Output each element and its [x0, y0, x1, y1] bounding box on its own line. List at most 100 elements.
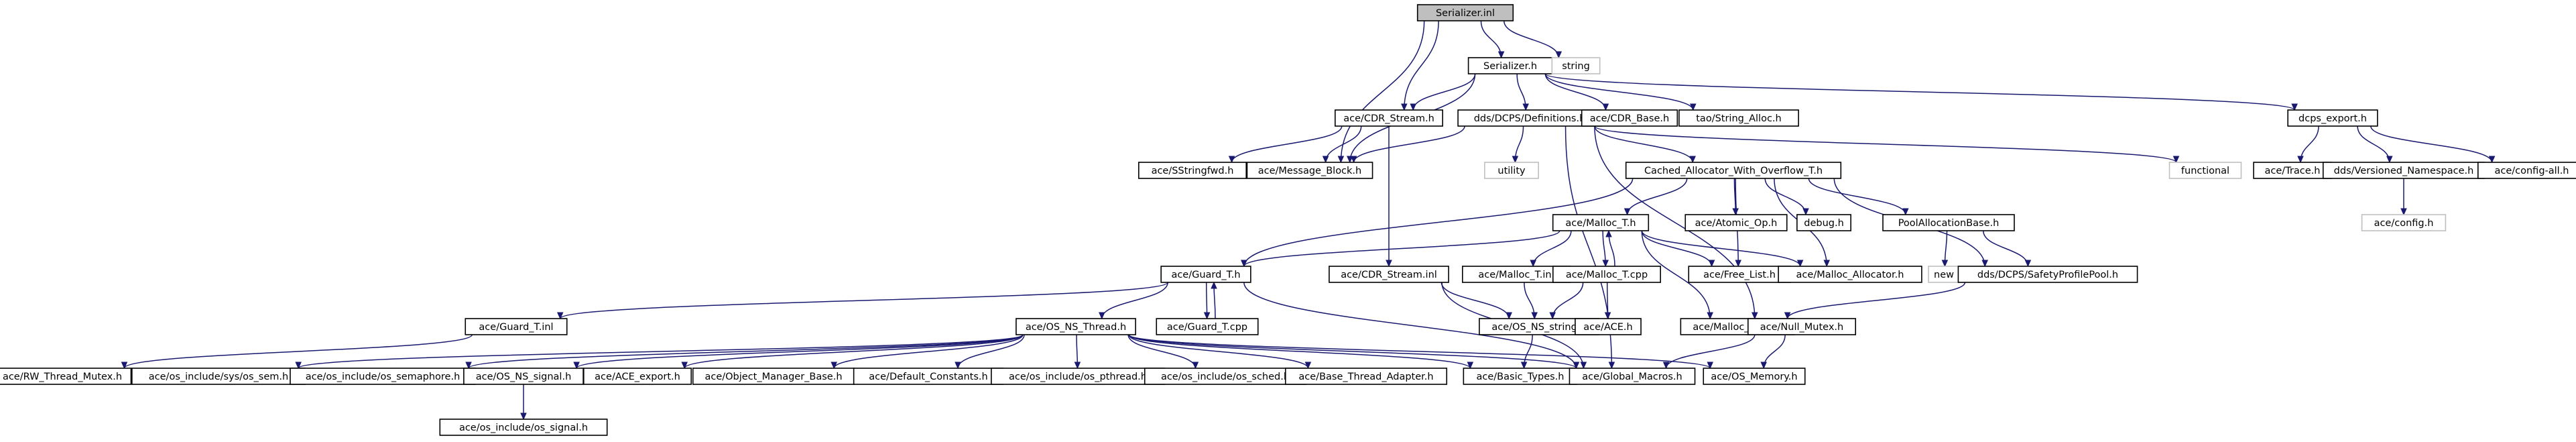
node-global-macros-h[interactable]: ace/Global_Macros.h — [1569, 368, 1696, 385]
edge-cdr-stream-h-to-cdr-stream-inl — [1386, 126, 1392, 268]
node-string-alloc-h[interactable]: tao/String_Alloc.h — [1678, 109, 1799, 127]
edge-os-ns-thread-h-to-os-pthread-h — [1074, 334, 1081, 370]
node-label: ace/CDR_Stream.h — [1343, 113, 1434, 124]
node-box — [1160, 266, 1251, 283]
edge-serializer-h-to-definitions-h — [1516, 73, 1529, 111]
edge-line — [1665, 334, 1756, 369]
edge-cdr-stream-inl-to-os-ns-string-h — [1440, 282, 1512, 320]
node-os-semaphore-h[interactable]: ace/os_include/os_semaphore.h — [290, 368, 476, 385]
node-rw-thread-mutex-h[interactable]: ace/RW_Thread_Mutex.h — [0, 368, 132, 385]
node-box — [853, 368, 1004, 385]
node-box — [1284, 368, 1448, 385]
node-label: dds/DCPS/SafetyProfilePool.h — [1977, 270, 2118, 280]
edge-serializer-h-to-cdr-stream-h — [1410, 73, 1476, 111]
edge-line — [1594, 125, 2177, 163]
edge-pool-alloc-base-h-to-safety-pool-h — [1983, 230, 2032, 268]
edge-line — [560, 282, 1168, 319]
node-box — [1688, 266, 1791, 283]
node-null-mutex-h[interactable]: ace/Null_Mutex.h — [1747, 318, 1857, 335]
node-box — [1552, 214, 1650, 231]
node-box — [2477, 162, 2576, 179]
node-malloc-t-cpp[interactable]: ace/Malloc_T.cpp — [1552, 266, 1662, 283]
node-basic-types-h[interactable]: ace/Basic_Types.h — [1463, 368, 1578, 385]
edge-arrowhead — [2172, 156, 2180, 164]
node-os-ns-thread-h[interactable]: ace/OS_NS_Thread.h — [1016, 318, 1136, 335]
node-label: ace/Guard_T.inl — [479, 322, 553, 333]
node-label: ace/config.h — [2374, 218, 2434, 229]
edge-line — [957, 334, 1025, 369]
edge-arrowhead — [1203, 312, 1211, 320]
node-label: ace/ACE_export.h — [595, 372, 680, 382]
node-safety-pool-h[interactable]: dds/DCPS/SafetyProfilePool.h — [1957, 266, 2138, 283]
node-label: ace/os_include/os_signal.h — [459, 423, 588, 433]
edge-malloc-t-h-to-malloc-t-cpp — [1602, 230, 1609, 268]
node-definitions-h[interactable]: dds/DCPS/Definitions.h — [1457, 109, 1602, 127]
node-guard-t-inl[interactable]: ace/Guard_T.inl — [465, 318, 568, 335]
edge-line — [1480, 20, 1502, 58]
edge-serializer-h-to-cdr-base-h — [1544, 73, 1609, 111]
edge-line — [1128, 334, 1577, 369]
edge-os-ns-thread-h-to-os-ns-signal-h — [573, 334, 1024, 370]
edge-line — [1353, 125, 1465, 163]
node-dcps-export-h[interactable]: dcps_export.h — [2287, 109, 2378, 127]
node-label: ace/Null_Mutex.h — [1760, 322, 1843, 333]
node-malloc-t-inl[interactable]: ace/Malloc_T.inl — [1462, 266, 1571, 283]
node-label: functional — [2181, 166, 2229, 176]
edge-serializer-inl-to-string — [1504, 20, 1562, 59]
node-os-sys-sem-h[interactable]: ace/os_include/sys/os_sem.h — [131, 368, 306, 385]
node-message-block-h[interactable]: ace/Message_Block.h — [1246, 162, 1373, 179]
node-sstringfwd-h[interactable]: ace/SStringfwd.h — [1138, 162, 1247, 179]
edge-arrowhead — [1322, 156, 1329, 164]
node-versioned-ns-h[interactable]: dds/Versioned_Namespace.h — [2322, 162, 2486, 179]
node-pool-alloc-base-h[interactable]: PoolAllocationBase.h — [1882, 214, 2015, 231]
node-box — [2253, 162, 2332, 179]
edge-os-ns-thread-h-to-obj-mgr-base-h — [831, 334, 1024, 370]
edge-line — [1128, 334, 1309, 369]
edge-line — [1127, 334, 1197, 369]
node-label: Cached_Allocator_With_Overflow_T.h — [1644, 166, 1823, 176]
node-os-pthread-h[interactable]: ace/os_include/os_pthread.h — [991, 368, 1165, 385]
node-malloc-allocator-h[interactable]: ace/Malloc_Allocator.h — [1778, 266, 1922, 283]
node-cdr-base-h[interactable]: ace/CDR_Base.h — [1581, 109, 1678, 127]
node-cdr-stream-inl[interactable]: ace/CDR_Stream.inl — [1329, 266, 1449, 283]
node-box — [692, 368, 855, 385]
node-default-constants-h[interactable]: ace/Default_Constants.h — [853, 368, 1004, 385]
edge-arrowhead — [520, 412, 527, 421]
node-os-ns-signal-h[interactable]: ace/OS_NS_signal.h — [463, 368, 584, 385]
edge-malloc-t-h-to-guard-t-h — [1241, 230, 1560, 268]
node-box — [290, 368, 476, 385]
node-trace-h[interactable]: ace/Trace.h — [2253, 162, 2332, 179]
node-ace-h[interactable]: ace/ACE.h — [1575, 318, 1642, 335]
node-os-signal-h[interactable]: ace/os_include/os_signal.h — [439, 419, 608, 436]
node-atomic-op-h[interactable]: ace/Atomic_Op.h — [1684, 214, 1788, 231]
edge-arrowhead — [1580, 362, 1587, 370]
edge-arrowhead — [1531, 312, 1538, 320]
node-base-thread-adapter-h[interactable]: ace/Base_Thread_Adapter.h — [1284, 368, 1448, 385]
node-debug-h[interactable]: debug.h — [1796, 214, 1851, 231]
node-obj-mgr-base-h[interactable]: ace/Object_Manager_Base.h — [692, 368, 855, 385]
node-serializer-h[interactable]: Serializer.h — [1467, 57, 1553, 74]
edge-guard-t-cpp-to-guard-t-h — [1211, 281, 1217, 319]
node-label: ace/OS_NS_signal.h — [476, 372, 572, 382]
edge-serializer-inl-to-cdr-stream-h — [1401, 20, 1439, 111]
node-guard-t-cpp[interactable]: ace/Guard_T.cpp — [1156, 318, 1259, 335]
edge-arrowhead — [1708, 260, 1715, 268]
node-cdr-stream-h[interactable]: ace/CDR_Stream.h — [1335, 109, 1444, 127]
node-os-ns-string-h[interactable]: ace/OS_NS_string.h — [1479, 318, 1599, 335]
node-free-list-h[interactable]: ace/Free_List.h — [1688, 266, 1791, 283]
edge-arrowhead — [1689, 156, 1696, 164]
node-cached-alloc-h[interactable]: Cached_Allocator_With_Overflow_T.h — [1625, 162, 1842, 179]
node-os-sched-h[interactable]: ace/os_include/os_sched.h — [1144, 368, 1307, 385]
node-functional: functional — [2168, 162, 2242, 179]
node-guard-t-h[interactable]: ace/Guard_T.h — [1160, 266, 1251, 283]
edge-line — [1641, 230, 1713, 267]
node-box — [2287, 109, 2378, 127]
edge-arrowhead — [1602, 103, 1609, 111]
node-malloc-t-h[interactable]: ace/Malloc_T.h — [1552, 214, 1650, 231]
node-config-all-h[interactable]: ace/config-all.h — [2477, 162, 2576, 179]
edge-line — [1340, 20, 1425, 163]
node-os-memory-h[interactable]: ace/OS_Memory.h — [1703, 368, 1806, 385]
edge-line — [1594, 125, 1693, 163]
node-ace-export-h[interactable]: ace/ACE_export.h — [582, 368, 692, 385]
